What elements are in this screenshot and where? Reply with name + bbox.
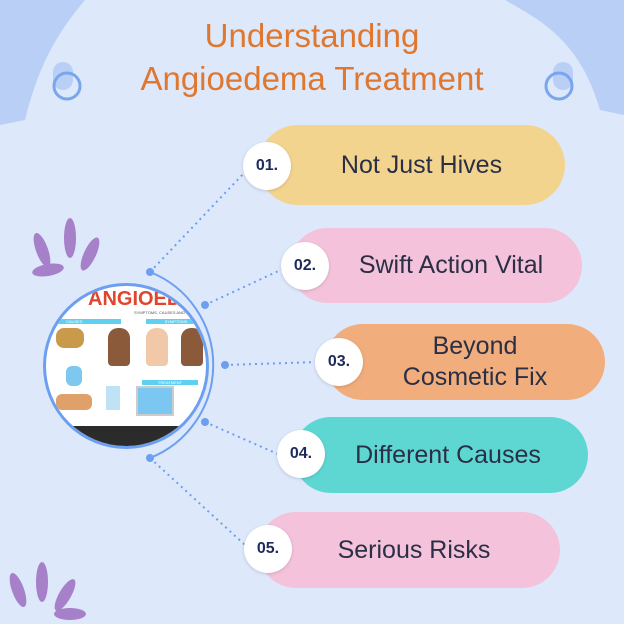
illustration-subheading: SYMPTOMS, CAUSES AND [134, 310, 185, 315]
item-number: 04. [277, 430, 325, 478]
item-number: 03. [315, 338, 363, 386]
item-label: Swift Action Vital [358, 251, 544, 279]
illustration-treatment: TREATMENT [142, 380, 198, 385]
item-number: 02. [281, 242, 329, 290]
item-1: Not Just Hives [258, 125, 565, 205]
illustration-heading: ANGIOEDE [88, 288, 195, 310]
angioedema-illustration: ANGIOEDE SYMPTOMS, CAUSES AND CAUSES SYM… [43, 283, 209, 449]
illustration-causes: CAUSES [56, 319, 121, 324]
title-line-1: Understanding [204, 17, 420, 54]
item-5: Serious Risks [258, 512, 560, 588]
item-label: Beyond Cosmetic Fix [402, 332, 548, 391]
item-number: 05. [244, 525, 292, 573]
item-4: Different Causes [293, 417, 588, 493]
item-3: Beyond Cosmetic Fix [325, 324, 605, 400]
item-label: Serious Risks [337, 535, 491, 564]
item-number: 01. [243, 142, 291, 190]
title-line-2: Angioedema Treatment [140, 60, 484, 97]
item-label: Different Causes [355, 440, 541, 469]
item-label: Not Just Hives [340, 150, 503, 179]
item-2: Swift Action Vital [290, 228, 582, 303]
illustration-symptoms: SYMPTOMS [146, 319, 206, 324]
